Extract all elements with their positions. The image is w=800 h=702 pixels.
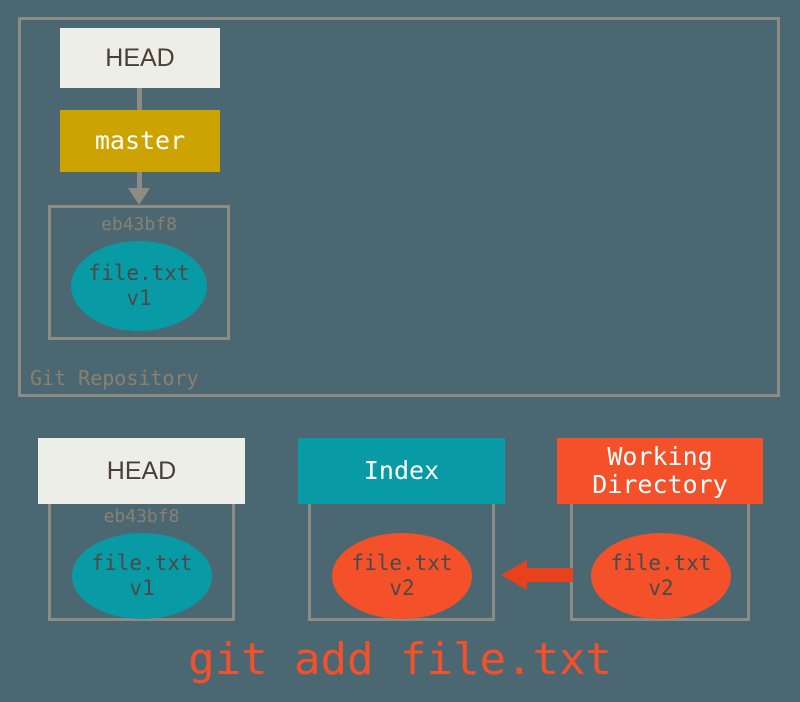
index-area-blob-version: v2 — [389, 576, 415, 600]
head-area-header[interactable]: HEAD — [38, 438, 245, 504]
stage-arrow-head-icon — [501, 560, 527, 590]
head-area-frame: eb43bf8 file.txt v1 — [48, 504, 235, 621]
working-directory-blob-version: v2 — [648, 576, 674, 600]
connector-master-to-commit — [137, 172, 142, 190]
head-area-hash: eb43bf8 — [103, 506, 180, 527]
repo-commit-blob-version: v1 — [126, 286, 152, 310]
repo-head-box[interactable]: HEAD — [60, 28, 220, 88]
index-area-blob: file.txt v2 — [332, 533, 472, 619]
working-directory-blob-filename: file.txt — [610, 551, 712, 576]
repo-commit-blob-filename: file.txt — [88, 261, 190, 286]
repo-commit-frame: eb43bf8 file.txt v1 — [48, 205, 230, 340]
working-directory-area-header[interactable]: Working Directory — [557, 438, 763, 504]
head-area-blob-filename: file.txt — [91, 551, 193, 576]
stage-arrow-shaft — [527, 568, 573, 582]
head-area-blob-version: v1 — [129, 576, 155, 600]
repo-commit-hash: eb43bf8 — [101, 214, 177, 235]
connector-head-to-master — [137, 88, 142, 110]
working-directory-header-line2: Directory — [592, 470, 728, 499]
arrow-head-master-to-commit-icon — [128, 188, 150, 205]
repo-master-branch-box[interactable]: master — [60, 110, 220, 172]
git-repository-container — [18, 17, 780, 397]
head-area-blob: file.txt v1 — [72, 533, 212, 619]
command-caption: git add file.txt — [188, 634, 612, 685]
index-area-frame: file.txt v2 — [308, 504, 495, 621]
repo-commit-blob: file.txt v1 — [71, 241, 207, 331]
index-area-blob-filename: file.txt — [351, 551, 453, 576]
working-directory-area-blob: file.txt v2 — [591, 533, 731, 619]
working-directory-header-line1: Working — [607, 442, 713, 471]
working-directory-area-frame: file.txt v2 — [570, 504, 750, 621]
git-repository-label: Git Repository — [30, 366, 199, 390]
index-area-header[interactable]: Index — [298, 438, 505, 504]
